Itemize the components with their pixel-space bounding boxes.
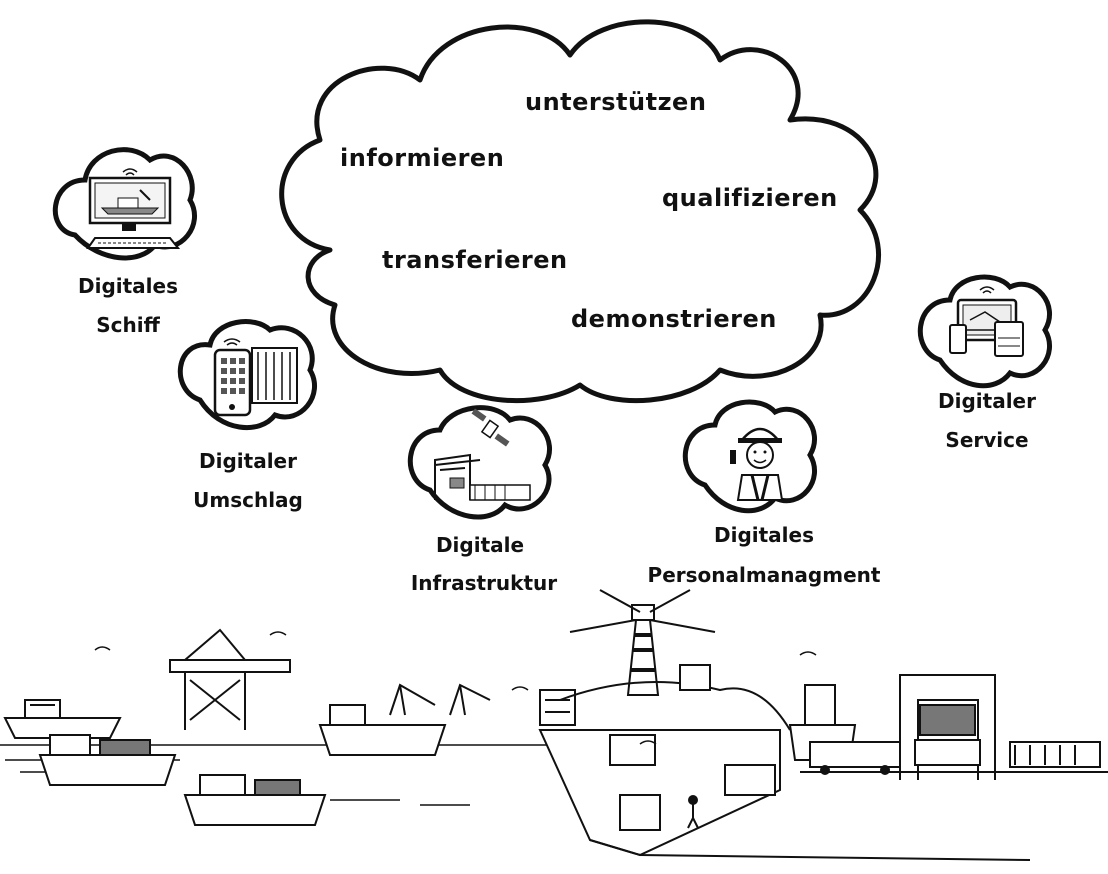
- gantry-crane: [899, 674, 996, 780]
- wifi-marks: [94, 631, 817, 745]
- bubble-label-line-2: Infrastruktur: [411, 571, 557, 595]
- ship-left-2: [38, 734, 177, 786]
- person-figure: [687, 795, 699, 829]
- warehouse: [559, 664, 791, 731]
- ship-left-3: [183, 774, 327, 826]
- smartphone-server-icon: [213, 338, 298, 417]
- bubble-label-line-1: Digitales: [714, 523, 814, 547]
- crane-mid: [389, 683, 491, 716]
- bubble-digital-infrastructure: Digitale Infrastruktur: [407, 405, 557, 595]
- worker-helmet-icon: [730, 427, 784, 501]
- port-crane-satellite-icon: [434, 408, 531, 501]
- cloud-verb-3: qualifizieren: [662, 184, 838, 212]
- cloud-verb-2: informieren: [340, 144, 504, 172]
- cloud-verb-5: demonstrieren: [571, 305, 777, 333]
- bubble-label-line-2: Schiff: [96, 313, 160, 337]
- ship-left-1: [3, 699, 122, 739]
- lighthouse: [569, 589, 716, 696]
- bubble-label-line-2: Personalmanagment: [648, 563, 881, 587]
- train: [800, 741, 1108, 773]
- quay: [538, 729, 1031, 861]
- harbour-scene: [0, 589, 1108, 861]
- ship-mid: [318, 704, 447, 756]
- crane-left: [169, 628, 291, 730]
- bubble-label-line-2: Umschlag: [193, 488, 303, 512]
- bubble-label-line-2: Service: [945, 428, 1028, 452]
- bubble-digital-handling: Digitaler Umschlag: [177, 319, 318, 512]
- bubble-label-line-1: Digitales: [78, 274, 178, 298]
- cloud-verb-4: transferieren: [382, 246, 568, 274]
- bubble-digital-ship: Digitales Schiff: [52, 147, 198, 337]
- bubble-label-line-1: Digitale: [436, 533, 524, 557]
- bubble-digital-personnel: Digitales Personalmanagment: [648, 399, 881, 587]
- bubble-label-line-1: Digitaler: [938, 389, 1036, 413]
- tablet-devices-icon: [949, 286, 1024, 357]
- cloud-verb-1: unterstützen: [525, 88, 706, 116]
- truck: [809, 741, 901, 775]
- thought-cloud: unterstützen informieren qualifizieren t…: [279, 19, 881, 404]
- bubble-label-line-1: Digitaler: [199, 449, 297, 473]
- bubble-digital-service: Digitaler Service: [917, 274, 1053, 452]
- computer-monitor-ship-icon: [86, 168, 181, 249]
